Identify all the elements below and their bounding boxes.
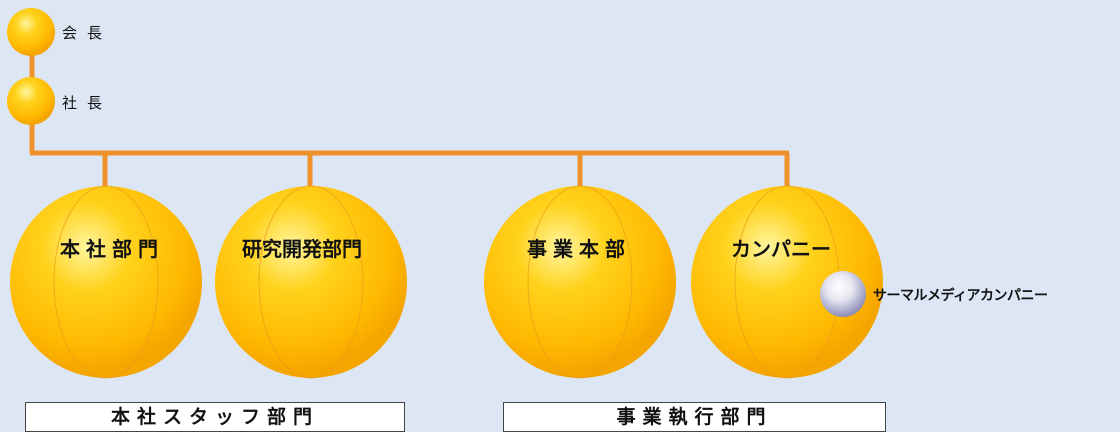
chairman-sphere xyxy=(7,8,55,56)
pearl-sphere-thermal-media xyxy=(820,271,866,317)
division-label-kenkyu: 研究開発部門 xyxy=(242,237,362,261)
group-box-staff: 本社スタッフ部門 xyxy=(25,402,405,432)
division-label-company: カンパニー xyxy=(731,237,831,261)
division-label-honsha: 本社部門 xyxy=(60,237,164,261)
president-label: 社長 xyxy=(62,94,113,112)
connector-lines xyxy=(29,55,790,186)
chairman-label: 会長 xyxy=(62,24,113,42)
sphere-honsha xyxy=(10,185,202,379)
division-label-jigyo: 事業本部 xyxy=(527,237,631,261)
sphere-jigyo xyxy=(484,185,676,379)
sphere-kenkyu xyxy=(215,185,407,379)
president-sphere xyxy=(7,77,55,125)
group-box-execution: 事業執行部門 xyxy=(503,402,886,432)
sub-company-label: サーマルメディアカンパニー xyxy=(873,288,1048,304)
